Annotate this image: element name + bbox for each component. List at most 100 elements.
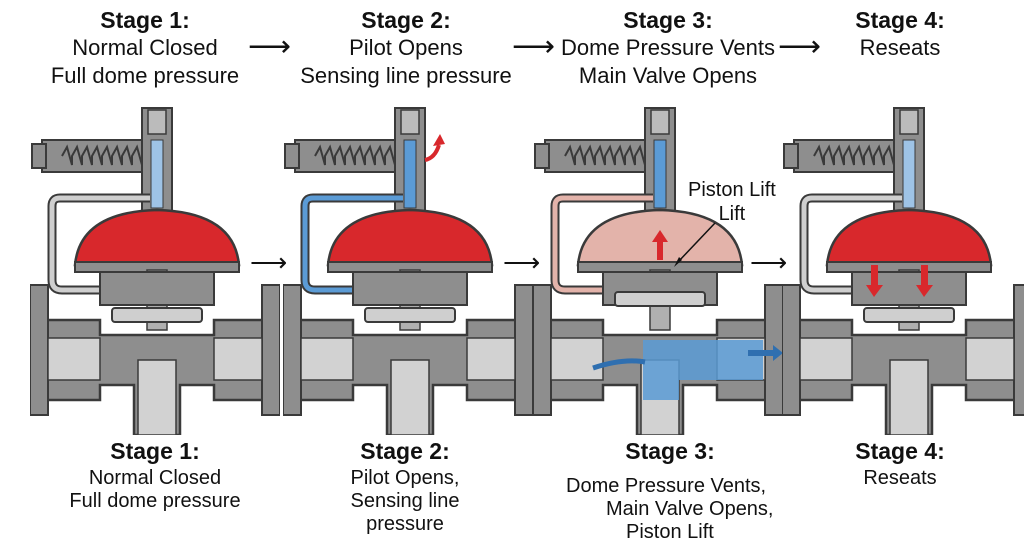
- pilot-spring: [61, 144, 143, 166]
- sensing-channel: [902, 139, 916, 209]
- stage-line: Dome Pressure Vents,: [566, 475, 767, 497]
- stage-line: Full dome pressure: [69, 490, 241, 512]
- piston-lift-annotation: Piston Lift Lift: [688, 178, 776, 226]
- seat-disk: [111, 307, 203, 323]
- top-caption-stage-4: Stage 4: Reseats: [780, 6, 1020, 62]
- stage-line: Normal Closed: [72, 35, 218, 60]
- sensing-channel: [150, 139, 164, 209]
- outlet-flange: [1013, 284, 1024, 416]
- top-caption-stage-3: Stage 3: Dome Pressure Vents Main Valve …: [548, 6, 788, 90]
- adjust-screw: [400, 109, 420, 135]
- inlet-bore: [47, 337, 101, 381]
- stage-line: Reseats: [863, 467, 937, 489]
- seat-disk: [863, 307, 955, 323]
- sensing-channel: [653, 139, 667, 209]
- stage-line: Piston Lift: [626, 521, 714, 543]
- stage-line: Sensing line pressure: [300, 63, 512, 88]
- bottom-caption-stage-3: Stage 3: Dome Pressure Vents, Main Valve…: [560, 440, 780, 544]
- right-arrow-icon: ⟶: [750, 247, 788, 277]
- pilot-cap: [284, 143, 300, 169]
- pilot-cap: [534, 143, 550, 169]
- inlet-bore: [300, 337, 354, 381]
- flow-arrow: [592, 358, 646, 371]
- right-arrow-icon: ⟶: [503, 247, 541, 277]
- seat-disk: [614, 291, 706, 307]
- inlet-flange: [782, 284, 801, 416]
- seat-disk: [364, 307, 456, 323]
- pilot-spring: [813, 144, 895, 166]
- pilot-cap: [31, 143, 47, 169]
- inlet-flange: [283, 284, 302, 416]
- flow-region: [643, 340, 763, 400]
- stage-line: Main Valve Opens: [578, 63, 758, 88]
- stage-title: Stage 1:: [110, 438, 200, 464]
- outlet-bore: [466, 337, 516, 381]
- annotation-line: Piston Lift: [688, 179, 776, 201]
- lift-arrow: [657, 240, 663, 260]
- adjust-screw: [899, 109, 919, 135]
- sensing-line: [302, 195, 403, 293]
- stage-title: Stage 1:: [100, 7, 190, 33]
- annotation-line: Lift: [718, 203, 746, 225]
- reseat-arrowhead: [916, 285, 933, 297]
- pilot-spring: [564, 144, 646, 166]
- sensing-channel: [403, 139, 417, 209]
- stage-line: Normal Closed: [88, 467, 222, 489]
- bottom-bore: [889, 359, 929, 435]
- flow-arrowhead: [773, 345, 783, 361]
- sensing-line: [49, 195, 150, 293]
- stage-title: Stage 3:: [623, 7, 713, 33]
- inlet-flange: [533, 284, 552, 416]
- top-caption-stage-1: Stage 1: Normal Closed Full dome pressur…: [25, 6, 265, 90]
- stage-title: Stage 2:: [361, 7, 451, 33]
- annotation-leader-line: [674, 222, 716, 267]
- dome: [73, 208, 241, 267]
- stage-title: Stage 3:: [625, 438, 715, 464]
- stage-line: Main Valve Opens,: [606, 498, 774, 520]
- outlet-bore: [213, 337, 263, 381]
- outlet-bore: [965, 337, 1015, 381]
- adjust-screw: [147, 109, 167, 135]
- lift-arrowhead: [652, 230, 668, 242]
- inlet-bore: [799, 337, 853, 381]
- right-arrow-icon: ⟶: [248, 30, 292, 63]
- valve-illustration-stage-1: [30, 107, 280, 435]
- inlet-bore: [550, 337, 604, 381]
- dome: [825, 208, 993, 267]
- pilot-cap: [783, 143, 799, 169]
- stage-line: pressure: [366, 513, 444, 535]
- bottom-caption-stage-2: Stage 2: Pilot Opens, Sensing line press…: [320, 440, 490, 536]
- stage-title: Stage 2:: [360, 438, 450, 464]
- bottom-caption-stage-4: Stage 4: Reseats: [820, 440, 980, 490]
- valve-illustration-stage-3: [533, 107, 783, 435]
- bottom-bore: [137, 359, 177, 435]
- reseat-arrowhead: [866, 285, 883, 297]
- bottom-bore: [390, 359, 430, 435]
- reseat-arrow: [921, 265, 928, 287]
- stage-line: Pilot Opens: [349, 35, 463, 60]
- inlet-flange: [30, 284, 49, 416]
- adjust-screw: [650, 109, 670, 135]
- pilot-spring: [314, 144, 396, 166]
- stage-line: Dome Pressure Vents: [561, 35, 775, 60]
- stage-line: Full dome pressure: [50, 63, 240, 88]
- right-arrow-icon: ⟶: [778, 30, 822, 63]
- stage-line: Sensing line: [350, 490, 460, 512]
- top-caption-stage-2: Stage 2: Pilot Opens Sensing line pressu…: [286, 6, 526, 90]
- bottom-caption-stage-1: Stage 1: Normal Closed Full dome pressur…: [55, 440, 255, 513]
- outlet-flange: [514, 284, 533, 416]
- dome: [326, 208, 494, 267]
- right-arrow-icon: ⟶: [250, 247, 288, 277]
- valve-illustration-stage-4: [782, 107, 1024, 435]
- stage-title: Stage 4:: [855, 438, 945, 464]
- sensing-line: [552, 195, 653, 293]
- stage-title: Stage 4:: [855, 7, 945, 33]
- stage-line: Pilot Opens,: [350, 467, 460, 489]
- reseat-arrow: [871, 265, 878, 287]
- vent-arrowhead: [433, 134, 445, 146]
- sensing-line: [801, 195, 902, 293]
- stage-line: Reseats: [859, 35, 941, 60]
- right-arrow-icon: ⟶: [512, 30, 556, 63]
- bonnet: [352, 271, 468, 306]
- outlet-flange: [261, 284, 280, 416]
